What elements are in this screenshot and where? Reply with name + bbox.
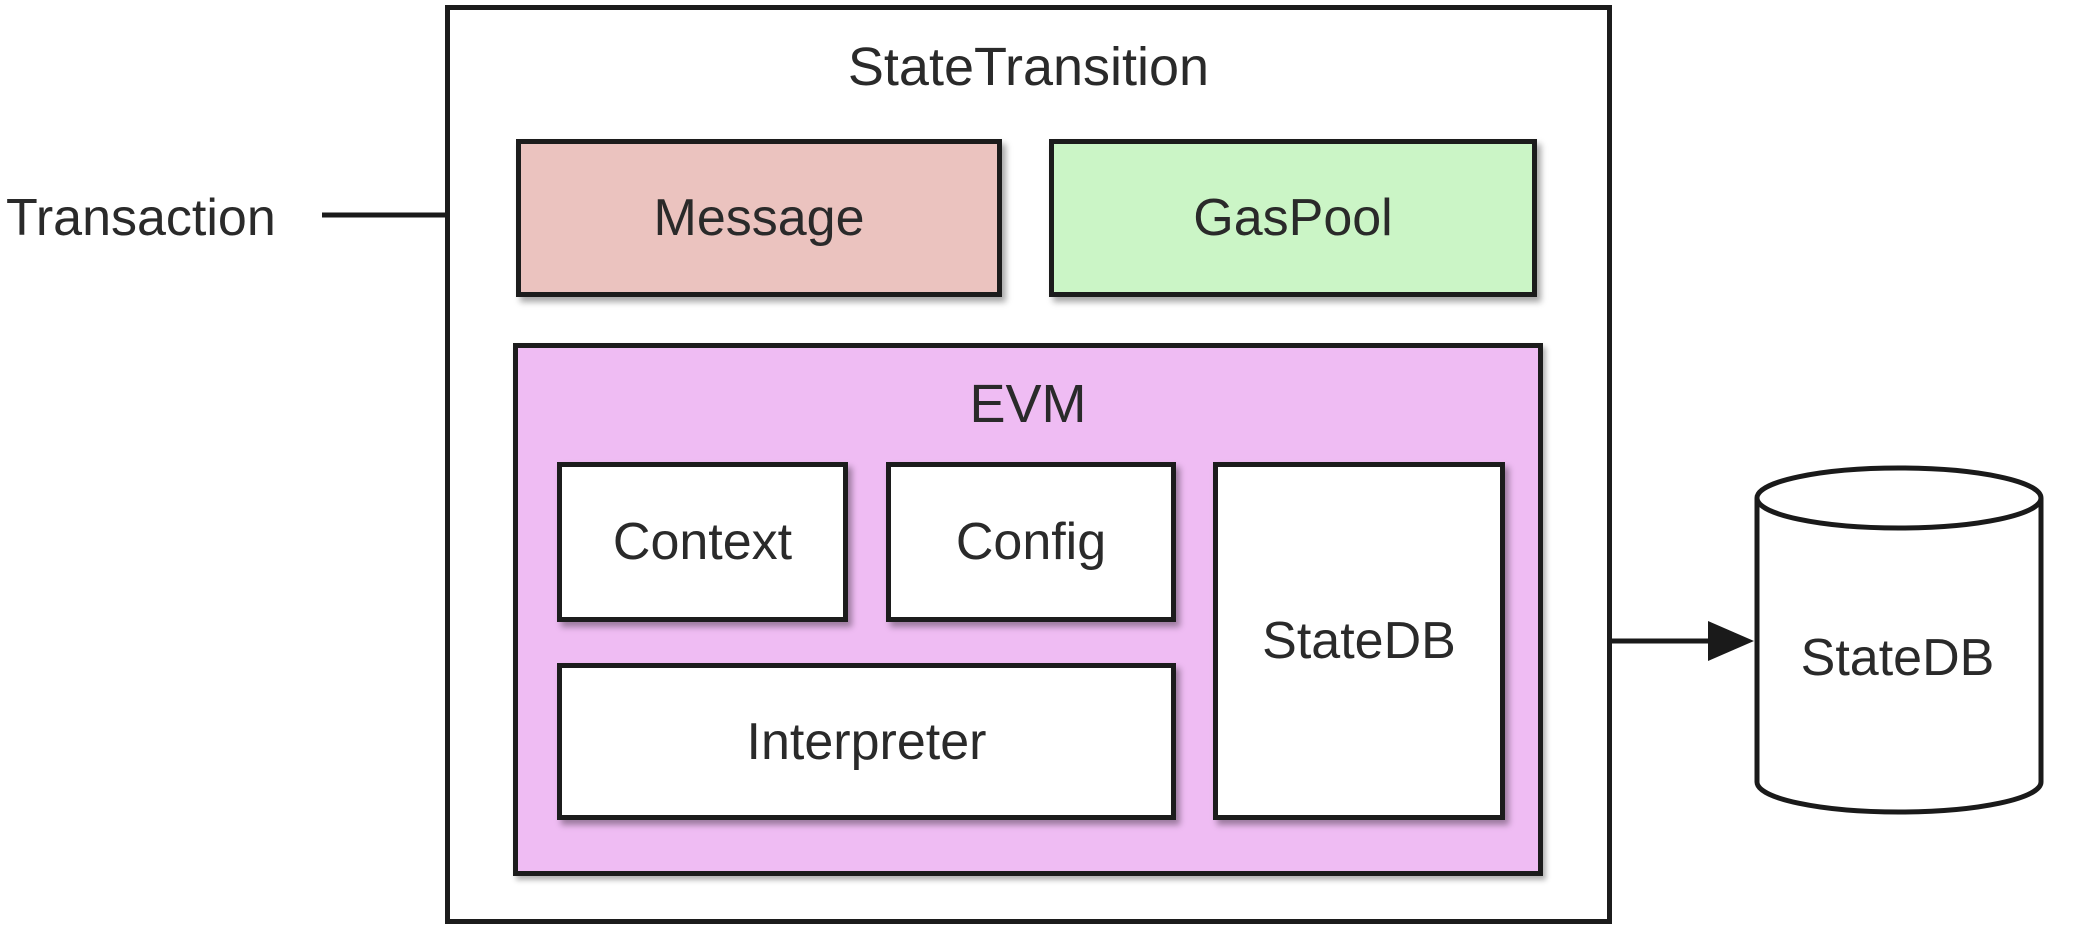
- config-box: Config: [886, 462, 1176, 622]
- interpreter-label: Interpreter: [746, 712, 987, 771]
- transaction-label: Transaction: [6, 189, 276, 247]
- interpreter-box: Interpreter: [557, 663, 1176, 820]
- evm-statedb-box: StateDB: [1213, 462, 1505, 820]
- gaspool-label: GasPool: [1193, 189, 1393, 247]
- message-box: Message: [516, 139, 1002, 297]
- state-transition-title: StateTransition: [847, 37, 1210, 97]
- evm-statedb-label: StateDB: [1262, 612, 1456, 670]
- evm-title: EVM: [969, 374, 1087, 434]
- context-box: Context: [557, 462, 848, 622]
- config-label: Config: [955, 513, 1107, 571]
- context-label: Context: [612, 513, 793, 571]
- gaspool-box: GasPool: [1049, 139, 1537, 297]
- message-label: Message: [653, 189, 865, 247]
- database-label: StateDB: [1800, 629, 1995, 687]
